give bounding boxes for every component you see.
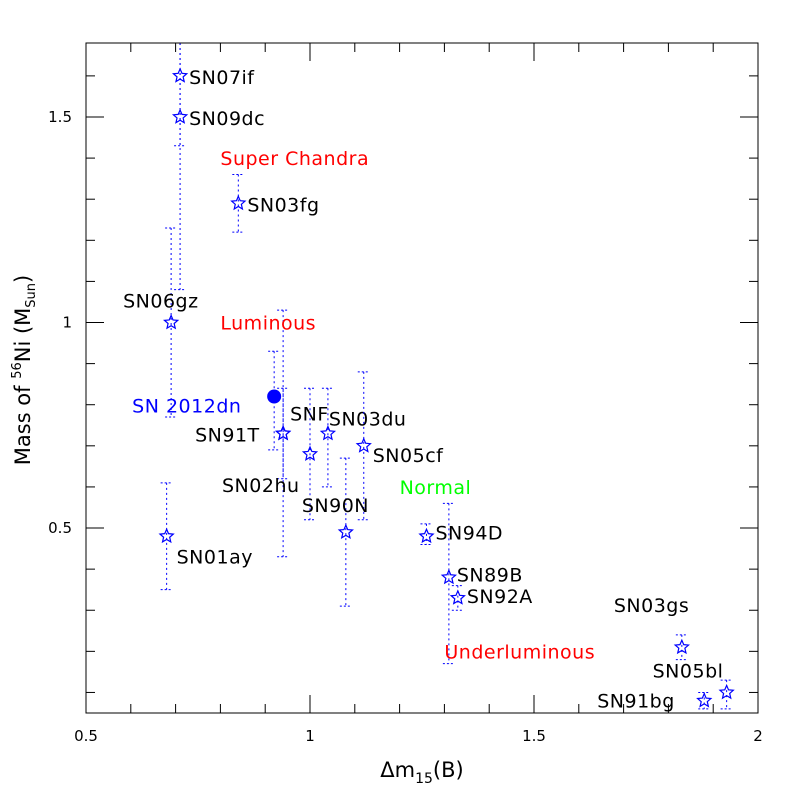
point-sn09dc-marker [171,108,189,124]
point-sn01ay-label: SN01ay [177,546,253,568]
point-sn91t-label: SN91T [195,424,260,446]
x-axis-title: Δm15(B) [380,758,463,787]
point-snf-label: SNF [290,403,329,425]
point-sn05bl-label: SN05bl [653,660,724,682]
x-tick-label: 2 [753,727,763,745]
point-sn94d-label: SN94D [435,522,503,544]
point-sn89b-label: SN89B [457,564,523,586]
y-tick-label: 0.5 [48,519,72,537]
point-sn06gz-marker [163,313,180,330]
point-sn06gz-label: SN06gz [123,291,198,313]
point-sn90n-label: SN90N [302,495,369,517]
point-sn91bg-marker [696,692,713,708]
y-tick-label: 1.5 [48,108,72,126]
y-tick-label: 1 [62,314,72,332]
point-sn07if-label: SN07if [189,67,255,89]
category-label-luminous: Luminous [220,313,316,335]
plot-area: SN07ifSN09dcSN03fgSN06gzSNFSN91TSN02huSN… [123,42,735,713]
plot-frame [85,42,759,714]
point-sn94d-marker [418,527,435,544]
point-sn09dc-label: SN09dc [189,108,265,130]
point-sn2012dn-marker [267,389,282,404]
point-sn05cf-label: SN05cf [373,445,444,467]
point-sn03fg-marker [230,194,247,211]
point-sn03gs-marker [673,638,690,655]
point-sn03du-label: SN03du [329,408,407,430]
x-tick-label: 1.5 [522,727,546,745]
y-axis-title: Mass of 56Ni (MSun) [10,275,39,465]
x-tick-label: 0.5 [74,727,98,745]
point-sn05cf-marker [355,437,372,453]
category-label-underluminous: Underluminous [444,641,595,663]
point-sn2012dn-label: SN 2012dn [132,395,241,417]
point-sn03du-marker [319,424,337,441]
point-sn92a-marker [449,589,466,605]
point-sn90n-marker [337,523,354,540]
point-sn01ay-marker [158,527,175,544]
x-tick-label: 1 [305,727,315,745]
point-sn02hu-marker [301,445,319,461]
point-sn03gs-label: SN03gs [614,595,689,617]
point-sn89b-marker [440,568,457,585]
point-sn92a-label: SN92A [467,586,533,608]
point-sn05bl-marker [718,683,735,700]
point-sn91bg-label: SN91bg [597,691,675,713]
axes: 0.5 1 1.5 2 0.5 1 1.5 [48,42,763,745]
category-label-super-chandra: Super Chandra [220,148,369,170]
point-sn91t-marker [275,424,292,441]
point-sn03fg-label: SN03fg [247,194,319,216]
point-sn02hu-label: SN02hu [222,475,300,497]
category-label-normal: Normal [400,477,472,499]
